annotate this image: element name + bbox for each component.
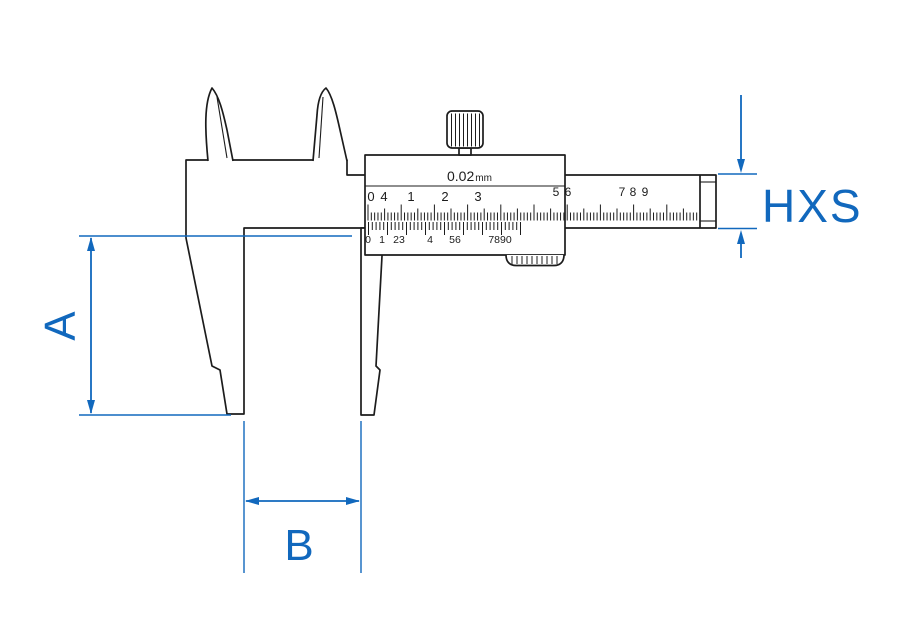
vernier-scale-number: 56	[449, 234, 461, 246]
dim-hxs-arrowhead-bottom	[737, 230, 745, 244]
main-scale-number: 7	[619, 185, 626, 199]
upper-jaw-fixed	[204, 87, 234, 162]
lower-jaw-moving	[360, 227, 383, 416]
dim-a-arrowhead-bottom	[87, 400, 95, 414]
vernier-scale-number: 1	[379, 234, 385, 246]
dimension-hxs: HXS	[718, 95, 863, 258]
main-scale-number: 2	[441, 189, 448, 204]
vernier-scale-number: 4	[427, 234, 433, 246]
main-scale-number: 0	[367, 189, 374, 204]
thumb-screw-stem	[458, 147, 472, 156]
precision-label: 0.02mm	[447, 168, 492, 184]
vernier-scale-number: 0	[365, 234, 371, 246]
main-scale-number: 6	[565, 185, 572, 199]
dimension-b: B	[243, 421, 362, 573]
dim-a-arrowhead-top	[87, 237, 95, 251]
dim-hxs-label: HXS	[762, 180, 863, 232]
main-scale-number: 3	[474, 189, 481, 204]
main-scale-number: 9	[642, 185, 649, 199]
serrated-thumb-grip	[505, 254, 565, 267]
upper-jaw-moving-edge-line	[318, 96, 324, 159]
vernier-slider	[364, 154, 566, 256]
main-scale-number: 8	[630, 185, 637, 199]
main-scale-ticks	[367, 204, 701, 221]
dim-b-arrowhead-left	[245, 497, 259, 505]
dim-b-arrowhead-right	[346, 497, 360, 505]
upper-jaw-moving	[312, 87, 348, 162]
precision-value: 0.02	[447, 168, 474, 184]
dim-hxs-arrowhead-top	[737, 159, 745, 173]
thumb-screw-knob	[446, 110, 484, 149]
serration-ticks	[511, 256, 558, 264]
caliper-body-and-beam	[185, 159, 717, 415]
main-scale-number: 4	[380, 189, 387, 204]
vernier-scale-numbers: 0 1 23 4 56 7890	[365, 234, 512, 246]
upper-jaw-fixed-edge-line	[216, 96, 228, 159]
vernier-scale-ticks	[368, 222, 521, 235]
precision-unit: mm	[475, 173, 492, 184]
dim-b-label: B	[284, 521, 313, 570]
main-scale-numbers: 0 4 1 2 3 5 6 7 8 9	[367, 185, 648, 204]
vernier-scale-number: 23	[393, 234, 405, 246]
dim-a-label: A	[36, 311, 85, 341]
dimension-a: A	[36, 235, 352, 416]
main-scale-number: 1	[407, 189, 414, 204]
thumb-screw	[446, 110, 484, 156]
vernier-scale-number: 7890	[488, 234, 512, 246]
main-scale-number: 5	[553, 185, 560, 199]
knurl-ticks	[451, 113, 480, 147]
